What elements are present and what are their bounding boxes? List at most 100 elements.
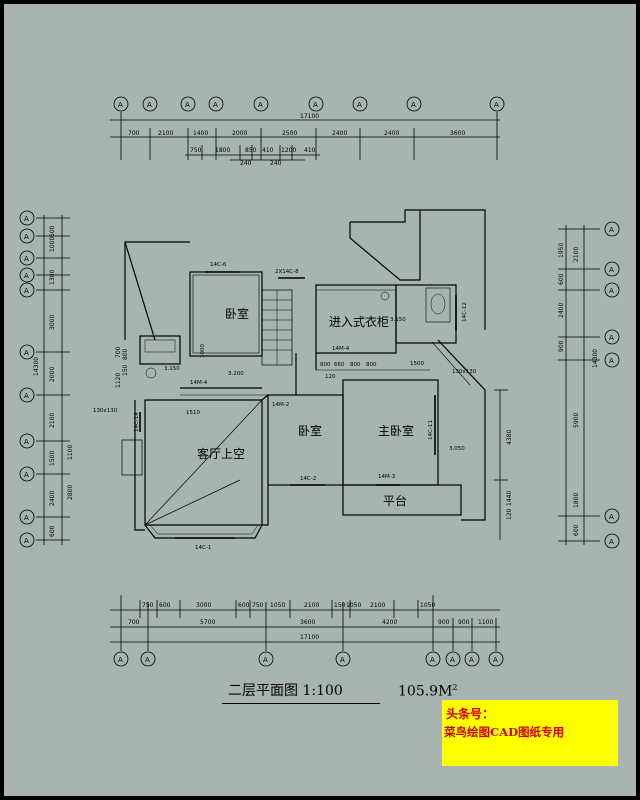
dim-text: 2400 <box>49 491 56 506</box>
dim-text: 1200 <box>281 147 296 154</box>
door-tag: 14M-2 <box>272 402 289 408</box>
dim-text: 750 <box>252 602 264 609</box>
window-tag: 14C-11 <box>428 420 434 440</box>
dim-text: 2000 <box>49 367 56 382</box>
dim-text: 600 <box>573 524 580 536</box>
caption-underline <box>222 703 380 704</box>
door-tag: 14M-4 <box>190 380 208 386</box>
axis-bubble: A <box>352 96 368 112</box>
axis-label: A <box>609 538 614 546</box>
hole-tag: 130x130 <box>93 408 118 414</box>
dim-text: 900 <box>438 619 450 626</box>
window-tag: 14C-6 <box>210 262 227 268</box>
bottom-dimension-lines <box>110 595 500 651</box>
room-living-void: 客厅上空 <box>197 446 245 461</box>
axis-label: A <box>313 101 318 109</box>
dim-text: 2400 <box>558 303 565 318</box>
dim-text: 1050 <box>346 602 361 609</box>
dim-text: 410 <box>304 147 316 154</box>
axis-label: A <box>609 334 614 342</box>
axis-label: A <box>258 101 263 109</box>
axis-label: A <box>357 101 362 109</box>
dim-text: 1100 <box>67 445 74 460</box>
top-axis-bubbles: A A A A A A A A A <box>113 96 505 112</box>
axis-bubble: A <box>489 96 505 112</box>
axis-bubble: A <box>604 533 620 549</box>
room-terrace: 平台 <box>383 493 407 508</box>
bottom-axis-bubbles: A A A A A A A A <box>113 651 504 667</box>
dim-text: 750 <box>142 602 154 609</box>
axis-label: A <box>609 287 614 295</box>
axis-label: A <box>340 656 345 664</box>
axis-bubble: A <box>308 96 324 112</box>
drawing-caption: 二层平面图 1:100 <box>228 683 343 699</box>
hole-tag: 130x130 <box>452 369 477 375</box>
closet-dim: 800 <box>366 362 377 368</box>
dim-text: 3600 <box>450 130 465 137</box>
dim-text: 3000 <box>196 602 211 609</box>
dim-text: 4380 <box>506 430 513 445</box>
axis-bubble: A <box>180 96 196 112</box>
dim-text: 900 <box>558 340 565 352</box>
dim-tag: 120 <box>325 374 336 380</box>
dim-tag: 1510 <box>186 410 200 416</box>
dim-text: 1000 <box>49 237 56 252</box>
dim-text: 600 <box>238 602 250 609</box>
dim-outer-total: 14300 <box>33 357 40 376</box>
axis-bubble: A <box>445 651 461 667</box>
elevation-tag: 3.050 <box>449 446 465 452</box>
dim-text: 700 <box>115 346 122 358</box>
axis-label: A <box>24 287 29 295</box>
dim-total-bottom: 17100 <box>300 634 319 641</box>
axis-label: A <box>493 656 498 664</box>
axis-bubble: A <box>335 651 351 667</box>
axis-label: A <box>24 514 29 522</box>
dim-text: 2100 <box>573 247 580 262</box>
dim-text: 150 <box>122 364 129 376</box>
axis-bubble: A <box>464 651 480 667</box>
axis-bubble: A <box>142 96 158 112</box>
axis-bubble: A <box>113 96 129 112</box>
axis-bubble: A <box>604 261 620 277</box>
dim-tag: 1000 <box>200 344 206 358</box>
dim-text: 14300 <box>592 349 599 368</box>
axis-bubble: A <box>19 210 35 226</box>
axis-bubble: A <box>113 651 129 667</box>
axis-bubble: A <box>208 96 224 112</box>
dim-tag: 1500 <box>410 361 424 367</box>
dim-text: 120 <box>506 508 513 520</box>
axis-label: A <box>24 215 29 223</box>
axis-label: A <box>450 656 455 664</box>
dim-text: 1300 <box>49 270 56 285</box>
closet-dim: 800 <box>350 362 361 368</box>
door-tag: 14M-4 <box>332 346 350 352</box>
axis-bubble: A <box>425 651 441 667</box>
axis-label: A <box>24 255 29 263</box>
dim-text: 2400 <box>332 130 347 137</box>
dim-text: 600 <box>558 273 565 285</box>
window-tag: 14C-12 <box>462 302 468 322</box>
axis-label: A <box>24 537 29 545</box>
dim-text: 600 <box>49 225 56 237</box>
dim-text: 2100 <box>304 602 319 609</box>
top-dimension-lines <box>110 112 500 161</box>
axis-label: A <box>24 272 29 280</box>
axis-bubble: A <box>19 509 35 525</box>
axis-label: A <box>118 656 123 664</box>
room-labels: 卧室 进入式衣柜 卧室 主卧室 客厅上空 平台 <box>197 306 414 508</box>
dim-text: 3000 <box>49 315 56 330</box>
axis-label: A <box>118 101 123 109</box>
dim-text: 240 <box>270 160 282 167</box>
axis-bubble: A <box>19 228 35 244</box>
dim-text: 600 <box>159 602 171 609</box>
dim-text: 3600 <box>300 619 315 626</box>
axis-label: A <box>609 226 614 234</box>
floor-area-unit: 2 <box>452 683 458 692</box>
window-tag: 14C-1 <box>195 545 211 551</box>
drawing-sheet: A A A A A A A A A <box>4 4 636 796</box>
dim-text: 1800 <box>573 493 580 508</box>
left-axis-bubbles: A A A A A A A A A A A <box>19 210 35 548</box>
dim-text: 750 <box>190 147 202 154</box>
axis-bubble: A <box>140 651 156 667</box>
